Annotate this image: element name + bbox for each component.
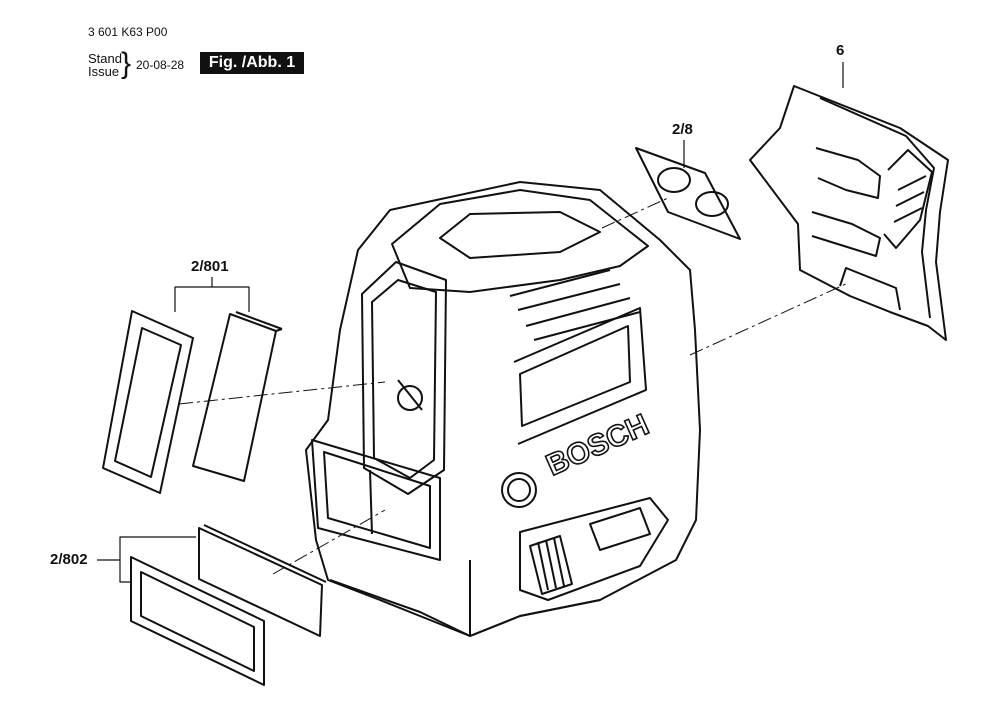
bosch-logo-icon (501, 472, 537, 508)
figure-label: Fig. /Abb. 1 (200, 52, 304, 74)
issue-date: 20-08-28 (136, 58, 185, 72)
window-glass-2-801 (192, 311, 283, 482)
callout-2-8: 2/8 (672, 121, 693, 138)
issue-label: Issue (88, 64, 120, 79)
brace: } (121, 47, 132, 80)
callout-2-802: 2/802 (50, 551, 88, 568)
window-frame-2-802 (130, 556, 265, 686)
callout-6: 6 (836, 42, 845, 59)
part-number: 3 601 K63 P00 (88, 25, 168, 39)
laser-level-body (305, 181, 701, 637)
leader-lines (97, 62, 844, 583)
callout-2-801: 2/801 (191, 258, 229, 275)
stand-label: Stand (88, 51, 122, 66)
bosch-brand-text: BOSCH (541, 408, 653, 482)
window-frame-2-801 (102, 310, 194, 494)
protective-cover-6 (749, 85, 949, 341)
assembly-lines (178, 197, 849, 575)
window-glass-2-802 (198, 524, 327, 637)
label-plate-2-8 (635, 147, 741, 240)
